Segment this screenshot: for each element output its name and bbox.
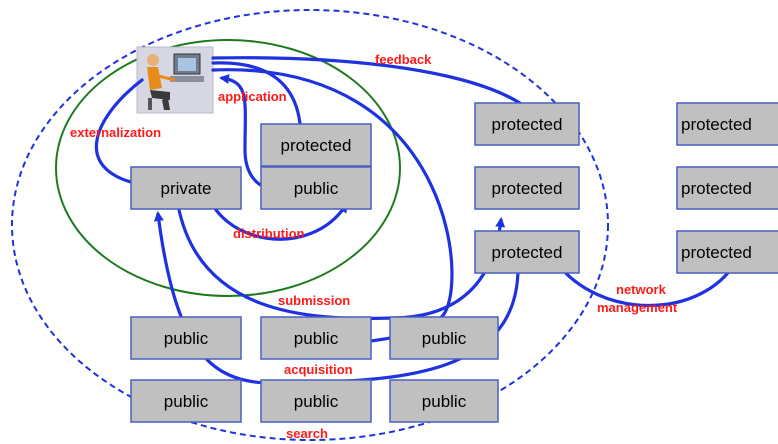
own-protected-label: protected — [281, 136, 352, 155]
own-protected-box[interactable]: protected — [260, 123, 372, 167]
protected-b1-label: protected — [681, 115, 752, 134]
public-r1c2-label: public — [294, 329, 339, 348]
public-r2c3-label: public — [422, 392, 467, 411]
label-search: search — [286, 426, 328, 441]
own-knowledge-boxes: private protected public — [130, 123, 372, 210]
label-acquisition: acquisition — [284, 362, 353, 377]
label-network: network — [616, 282, 667, 297]
community-boundary-ellipse — [11, 9, 609, 441]
public-r1c3-box[interactable]: public — [389, 316, 499, 360]
protected-b2-label: protected — [681, 179, 752, 198]
public-r1c3-label: public — [422, 329, 467, 348]
protected-b2-box[interactable]: protected — [676, 166, 778, 210]
public-r1c1-box[interactable]: public — [130, 316, 242, 360]
person-at-computer-icon — [136, 46, 214, 114]
protected-a2-label: protected — [492, 179, 563, 198]
edge-labels: feedback application externalization dis… — [70, 52, 678, 441]
label-management: management — [597, 300, 678, 315]
protected-a3-box[interactable]: protected — [474, 230, 580, 274]
public-r2c2-box[interactable]: public — [260, 379, 372, 423]
label-externalization: externalization — [70, 125, 161, 140]
public-grid: public public public public public publi… — [130, 316, 499, 423]
protected-column-a: protected protected protected — [474, 102, 580, 274]
private-box[interactable]: private — [130, 166, 242, 210]
protected-a3-label: protected — [492, 243, 563, 262]
arrow-network-management — [547, 253, 738, 308]
own-public-label: public — [294, 179, 339, 198]
protected-b3-box[interactable]: protected — [676, 230, 778, 274]
public-r2c2-label: public — [294, 392, 339, 411]
private-label: private — [160, 179, 211, 198]
personal-space-ellipse — [55, 39, 401, 297]
own-public-box[interactable]: public — [260, 166, 372, 210]
public-r1c2-box[interactable]: public — [260, 316, 372, 360]
arrow-externalization — [94, 78, 153, 190]
protected-b3-label: protected — [681, 243, 752, 262]
protected-a1-label: protected — [492, 115, 563, 134]
label-feedback: feedback — [375, 52, 432, 67]
public-r2c1-label: public — [164, 392, 209, 411]
protected-a1-box[interactable]: protected — [474, 102, 580, 146]
label-distribution: distribution — [233, 226, 305, 241]
protected-column-b: protected protected protected — [676, 102, 778, 274]
protected-b1-box[interactable]: protected — [676, 102, 778, 146]
protected-a2-box[interactable]: protected — [474, 166, 580, 210]
public-r1c1-label: public — [164, 329, 209, 348]
public-r2c1-box[interactable]: public — [130, 379, 242, 423]
label-submission: submission — [278, 293, 350, 308]
label-application: application — [218, 89, 287, 104]
public-r2c3-box[interactable]: public — [389, 379, 499, 423]
